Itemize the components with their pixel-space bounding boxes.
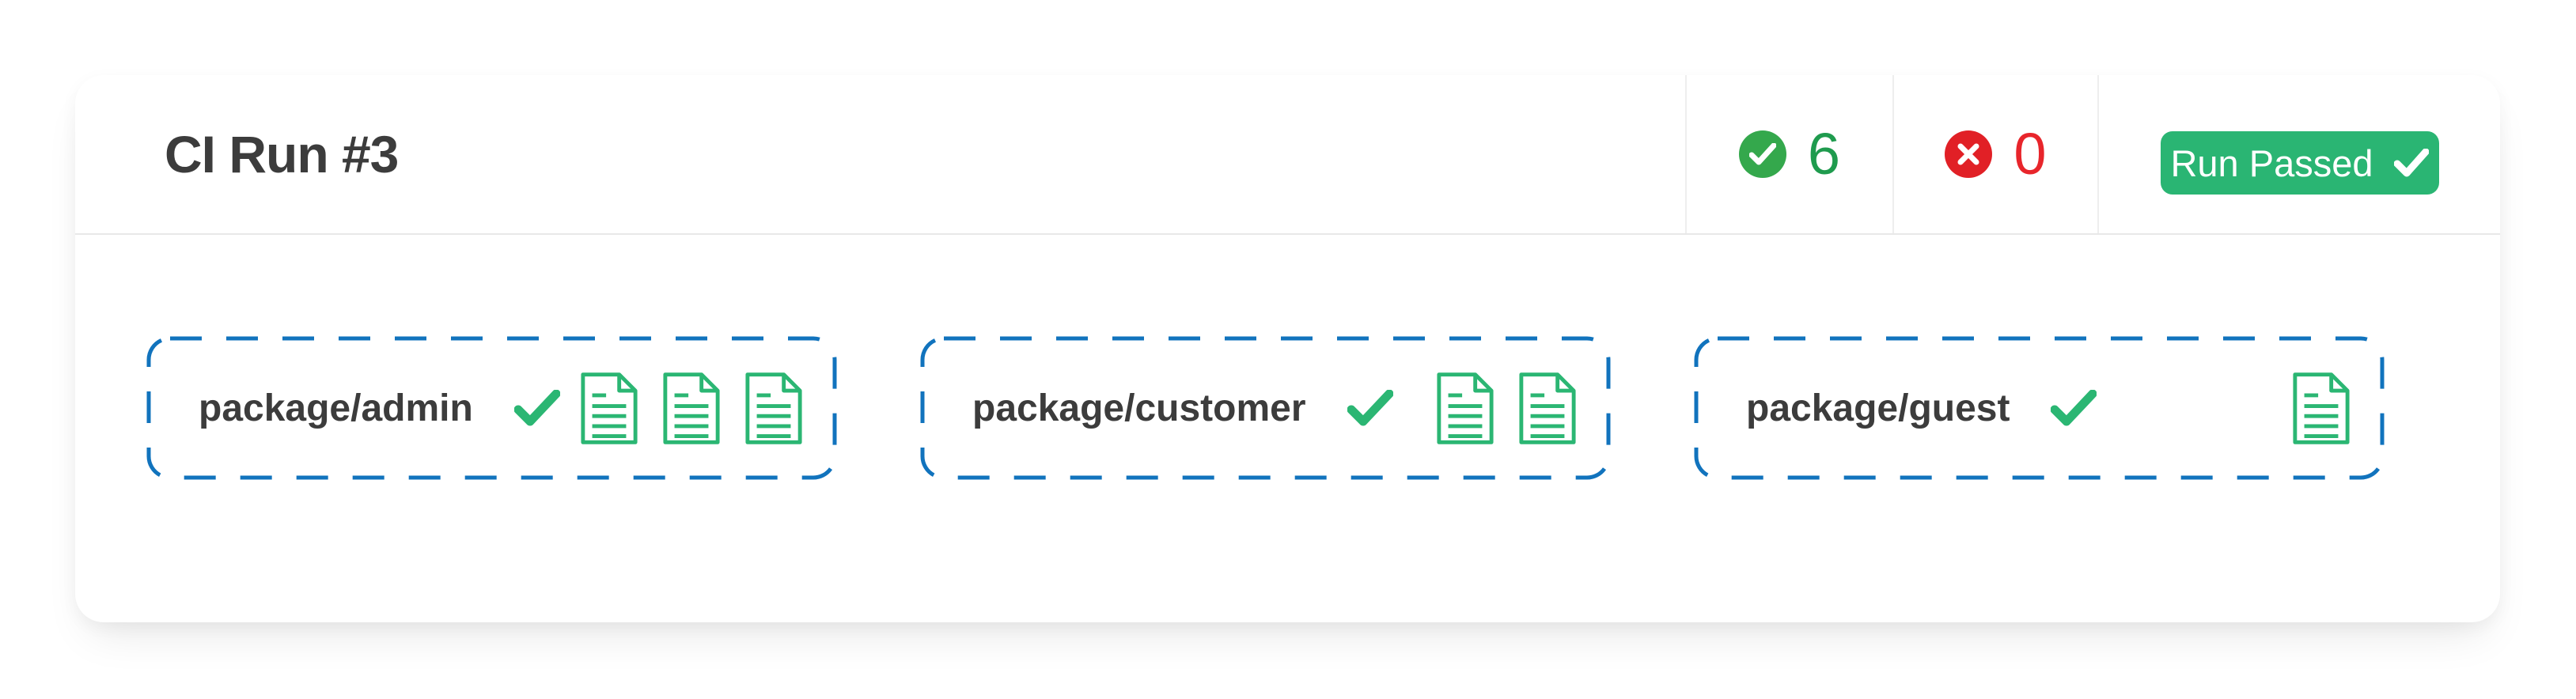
package-label-group: package/customer bbox=[972, 387, 1393, 430]
passed-stat: 6 bbox=[1685, 75, 1892, 233]
document-icon bbox=[745, 372, 802, 444]
run-passed-button[interactable]: Run Passed bbox=[2160, 131, 2439, 195]
document-icon bbox=[1519, 372, 1576, 444]
document-icon bbox=[663, 372, 720, 444]
failed-count: 0 bbox=[2013, 121, 2047, 187]
failed-x-circle-icon bbox=[1945, 130, 1993, 178]
passed-check-circle-icon bbox=[1738, 130, 1786, 178]
package-docs bbox=[579, 370, 804, 447]
package-name: package/admin bbox=[199, 387, 473, 429]
package-docs bbox=[2291, 370, 2351, 447]
package-name: package/guest bbox=[1746, 387, 2010, 429]
package-box[interactable]: package/customer bbox=[920, 336, 1611, 480]
failed-stat: 0 bbox=[1892, 75, 2097, 233]
package-check-icon bbox=[2051, 390, 2097, 426]
run-passed-label: Run Passed bbox=[2170, 142, 2373, 184]
package-box[interactable]: package/guest bbox=[1694, 336, 2385, 480]
package-label-group: package/guest bbox=[1746, 387, 2097, 430]
document-icon bbox=[2293, 372, 2350, 444]
package-check-icon bbox=[513, 390, 560, 426]
package-docs bbox=[1435, 370, 1578, 447]
ci-run-card: CI Run #3 6 0 bbox=[75, 75, 2500, 622]
passed-count: 6 bbox=[1807, 121, 1841, 187]
title-cell: CI Run #3 bbox=[75, 75, 1685, 233]
button-check-icon bbox=[2393, 149, 2429, 177]
card-header: CI Run #3 6 0 bbox=[75, 75, 2500, 235]
document-icon bbox=[581, 372, 638, 444]
page-title: CI Run #3 bbox=[165, 125, 399, 183]
run-button-cell: Run Passed bbox=[2097, 75, 2500, 233]
packages-row: package/admin bbox=[75, 235, 2500, 480]
package-name: package/customer bbox=[972, 387, 1306, 429]
package-label-group: package/admin bbox=[199, 387, 560, 430]
document-icon bbox=[1437, 372, 1494, 444]
package-box[interactable]: package/admin bbox=[146, 336, 837, 480]
package-check-icon bbox=[1347, 390, 1393, 426]
